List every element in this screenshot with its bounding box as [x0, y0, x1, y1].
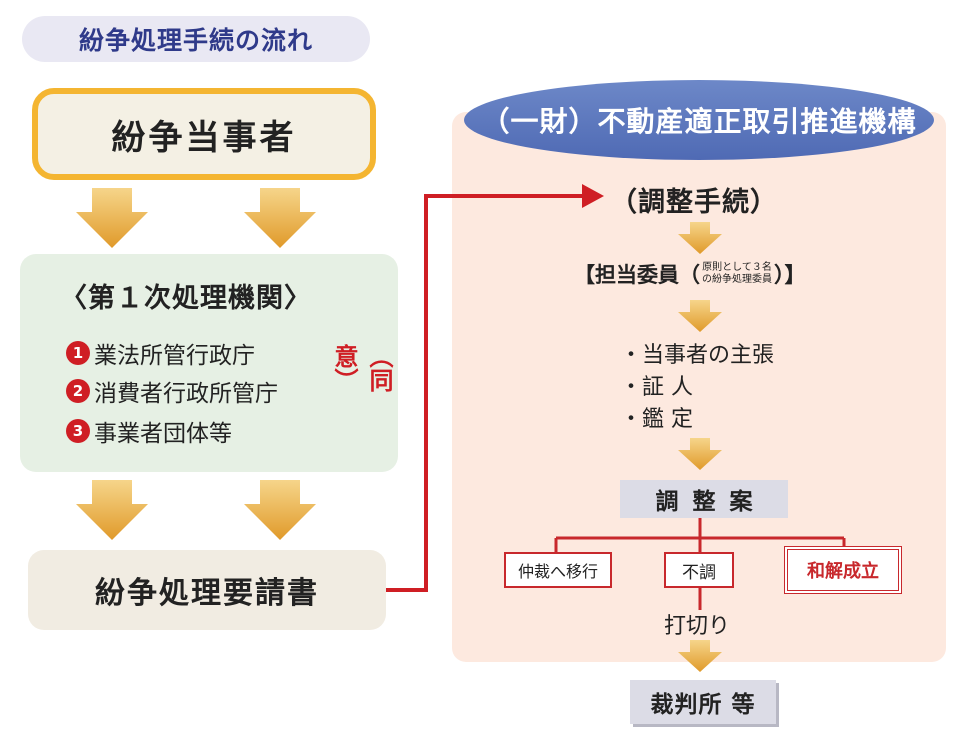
down-arrow	[244, 188, 316, 248]
primary-item-label: 業法所管行政庁	[94, 343, 255, 369]
bullet-item: ・証 人	[620, 375, 693, 400]
outcome-arbitration: 仲裁へ移行	[504, 552, 612, 588]
outcome-failure: 不調	[664, 552, 734, 588]
members-prefix: 【担当委員（	[574, 263, 700, 287]
request-document-box: 紛争処理要請書	[28, 550, 386, 630]
members-note-line1: 原則として３名	[702, 262, 772, 273]
number-badge-2: 2	[66, 379, 90, 403]
number-badge-3: 3	[66, 419, 90, 443]
adjustment-procedure-label: （調整手続）	[610, 187, 778, 218]
primary-item-label: 事業者団体等	[94, 421, 232, 447]
members-note: 原則として３名 の紛争処理委員	[702, 262, 772, 286]
arrow-head	[582, 184, 604, 208]
primary-item: 1 業法所管行政庁	[66, 336, 255, 370]
parties-box: 紛争当事者	[32, 88, 376, 180]
request-connector-line	[386, 194, 590, 592]
primary-body-heading: 〈第１次処理機関〉	[60, 283, 312, 314]
members-suffix: ）】	[774, 263, 806, 287]
outcome-settlement: 和解成立	[784, 546, 902, 594]
procedure-bullets: ・当事者の主張 ・証 人 ・鑑 定	[620, 340, 774, 436]
bullet-item: ・鑑 定	[620, 407, 693, 432]
primary-item-label: 消費者行政所管庁	[94, 381, 278, 407]
primary-item: 3 事業者団体等	[66, 414, 232, 448]
down-arrow	[678, 438, 722, 470]
down-arrow	[678, 222, 722, 254]
down-arrow	[678, 640, 722, 672]
page-title: 紛争処理手続の流れ	[22, 16, 370, 62]
adjustment-plan-box: 調整案	[620, 480, 788, 518]
down-arrow	[76, 188, 148, 248]
assigned-members: 【担当委員（ 原則として３名 の紛争処理委員 ）】	[574, 259, 806, 289]
primary-item: 2 消費者行政所管庁	[66, 374, 278, 408]
down-arrow	[678, 300, 722, 332]
organization-name: （一財）不動産適正取引推進機構	[464, 80, 934, 160]
bullet-item: ・当事者の主張	[620, 343, 775, 368]
court-box: 裁判所 等	[630, 680, 776, 724]
number-badge-1: 1	[66, 341, 90, 365]
down-arrow	[76, 480, 148, 540]
termination-label: 打切り	[664, 614, 731, 639]
members-note-line2: の紛争処理委員	[702, 274, 772, 285]
down-arrow	[244, 480, 316, 540]
